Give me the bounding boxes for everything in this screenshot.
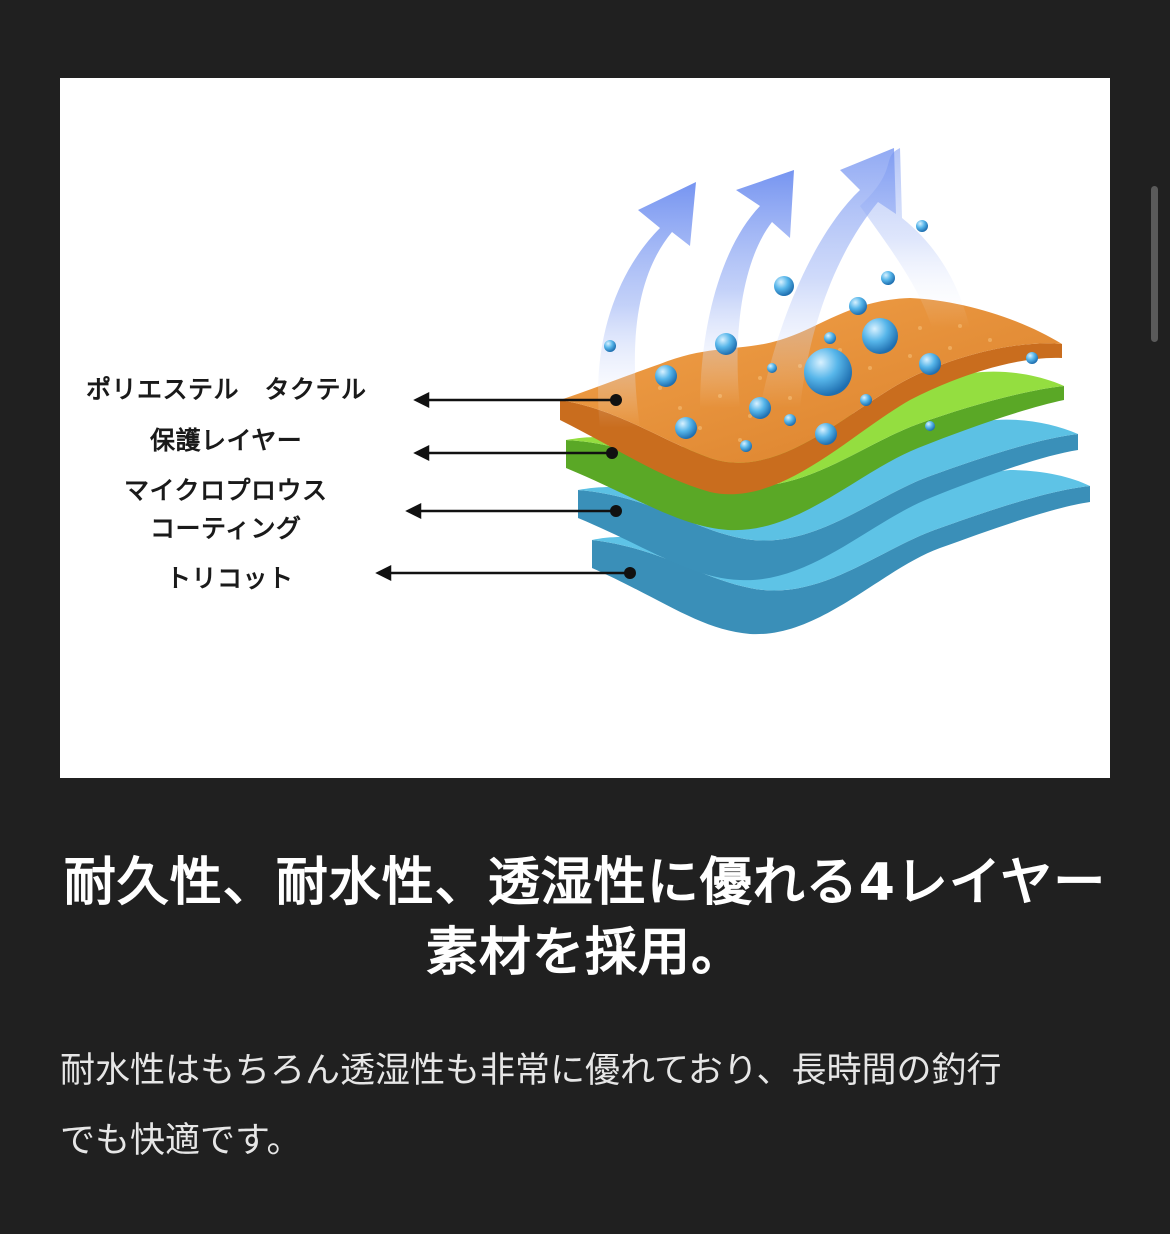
feature-headline: 耐久性、耐水性、透湿性に優れる4レイヤー 素材を採用。 [40, 848, 1130, 988]
label-coating: コーティング [150, 514, 302, 543]
label-microporous: マイクロプロウス [124, 476, 328, 505]
headline-line-2: 素材を採用。 [425, 923, 744, 983]
label-protective-layer: 保護レイヤー [150, 426, 303, 455]
water-droplets [604, 220, 1038, 452]
description-line-2: でも快適です。 [60, 1121, 302, 1161]
description-line-1: 耐水性はもちろん透湿性も非常に優れており、長時間の釣行 [60, 1051, 1002, 1091]
feature-description: 耐水性はもちろん透湿性も非常に優れており、長時間の釣行 でも快適です。 [60, 1036, 1120, 1176]
fabric-layers-illustration [375, 148, 1090, 635]
label-polyester-tactel: ポリエステル タクテル [86, 375, 367, 404]
scrollbar-thumb[interactable] [1151, 186, 1158, 342]
label-tricot: トリコット [166, 564, 294, 593]
four-layer-fabric-diagram: ポリエステル タクテル 保護レイヤー マイクロプロウス コーティング トリコット [60, 78, 1110, 778]
headline-line-1: 耐久性、耐水性、透湿性に優れる4レイヤー [63, 853, 1107, 913]
leader-lines [375, 391, 636, 582]
